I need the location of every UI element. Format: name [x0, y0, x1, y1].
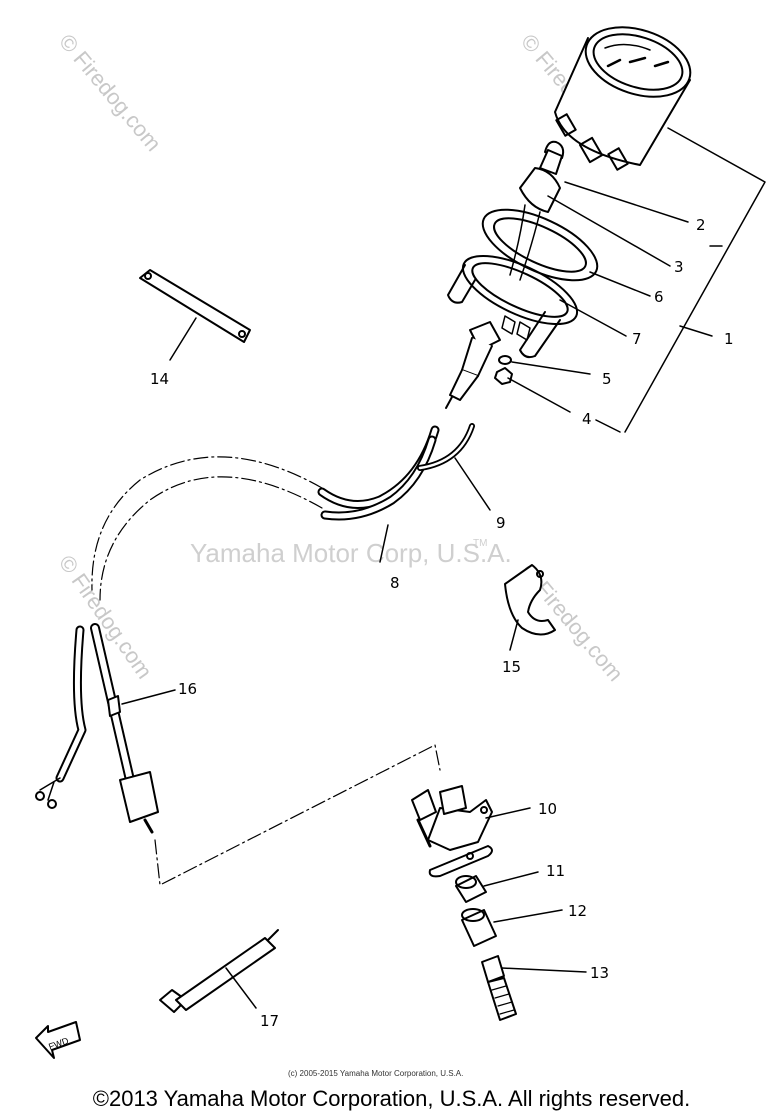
part-nut: [494, 367, 513, 385]
guide-curves: [91, 456, 441, 886]
callout-9: 9: [496, 514, 506, 532]
callout-3: 3: [674, 258, 684, 276]
callout-8: 8: [390, 574, 400, 592]
callout-15: 15: [502, 658, 521, 676]
callout-6: 6: [654, 288, 664, 306]
part-case-bracket: [447, 254, 579, 359]
callout-5: 5: [602, 370, 612, 388]
part-washer: [498, 355, 512, 365]
part-meter-cable-end: [445, 321, 501, 409]
part-clamp: [504, 564, 556, 651]
callout-10: 10: [538, 800, 557, 818]
part-cables: [317, 423, 491, 563]
part-gasket: [428, 845, 493, 878]
watermark-topleft: © Firedog.com: [54, 29, 166, 156]
part-bushing-11: [455, 871, 539, 903]
part-strap-14: [139, 269, 251, 361]
part-speedometer: [554, 26, 692, 171]
callout-12: 12: [568, 902, 587, 920]
small-copyright: (c) 2005-2015 Yamaha Motor Corporation, …: [288, 1069, 463, 1078]
fwd-arrow-icon: [35, 1021, 81, 1059]
part-gear-unit: [411, 785, 531, 851]
part-sleeve-12: [461, 908, 563, 947]
callout-4: 4: [582, 410, 592, 428]
leader-lines-top: [507, 127, 766, 433]
callout-16: 16: [178, 680, 197, 698]
watermark-tm: TM: [473, 538, 487, 549]
callout-2: 2: [696, 216, 706, 234]
part-bulb: [539, 140, 565, 175]
part-speedo-cable: [35, 623, 176, 834]
callout-13: 13: [590, 964, 609, 982]
callout-1: 1: [724, 330, 734, 348]
watermark-center: Yamaha Motor Corp, U.S.A.: [190, 538, 512, 568]
copyright-footer: ©2013 Yamaha Motor Corporation, U.S.A. A…: [92, 1086, 691, 1111]
part-inner-cable-17: [159, 929, 279, 1013]
callout-14: 14: [150, 370, 169, 388]
callout-labels: 1 2 3 4 5 6 7 8 9 10 11 12 13 14 15 16 1…: [150, 216, 734, 1030]
callout-11: 11: [546, 862, 565, 880]
part-drive-gear-13: [481, 955, 587, 1021]
callout-17: 17: [260, 1012, 279, 1030]
callout-7: 7: [632, 330, 642, 348]
